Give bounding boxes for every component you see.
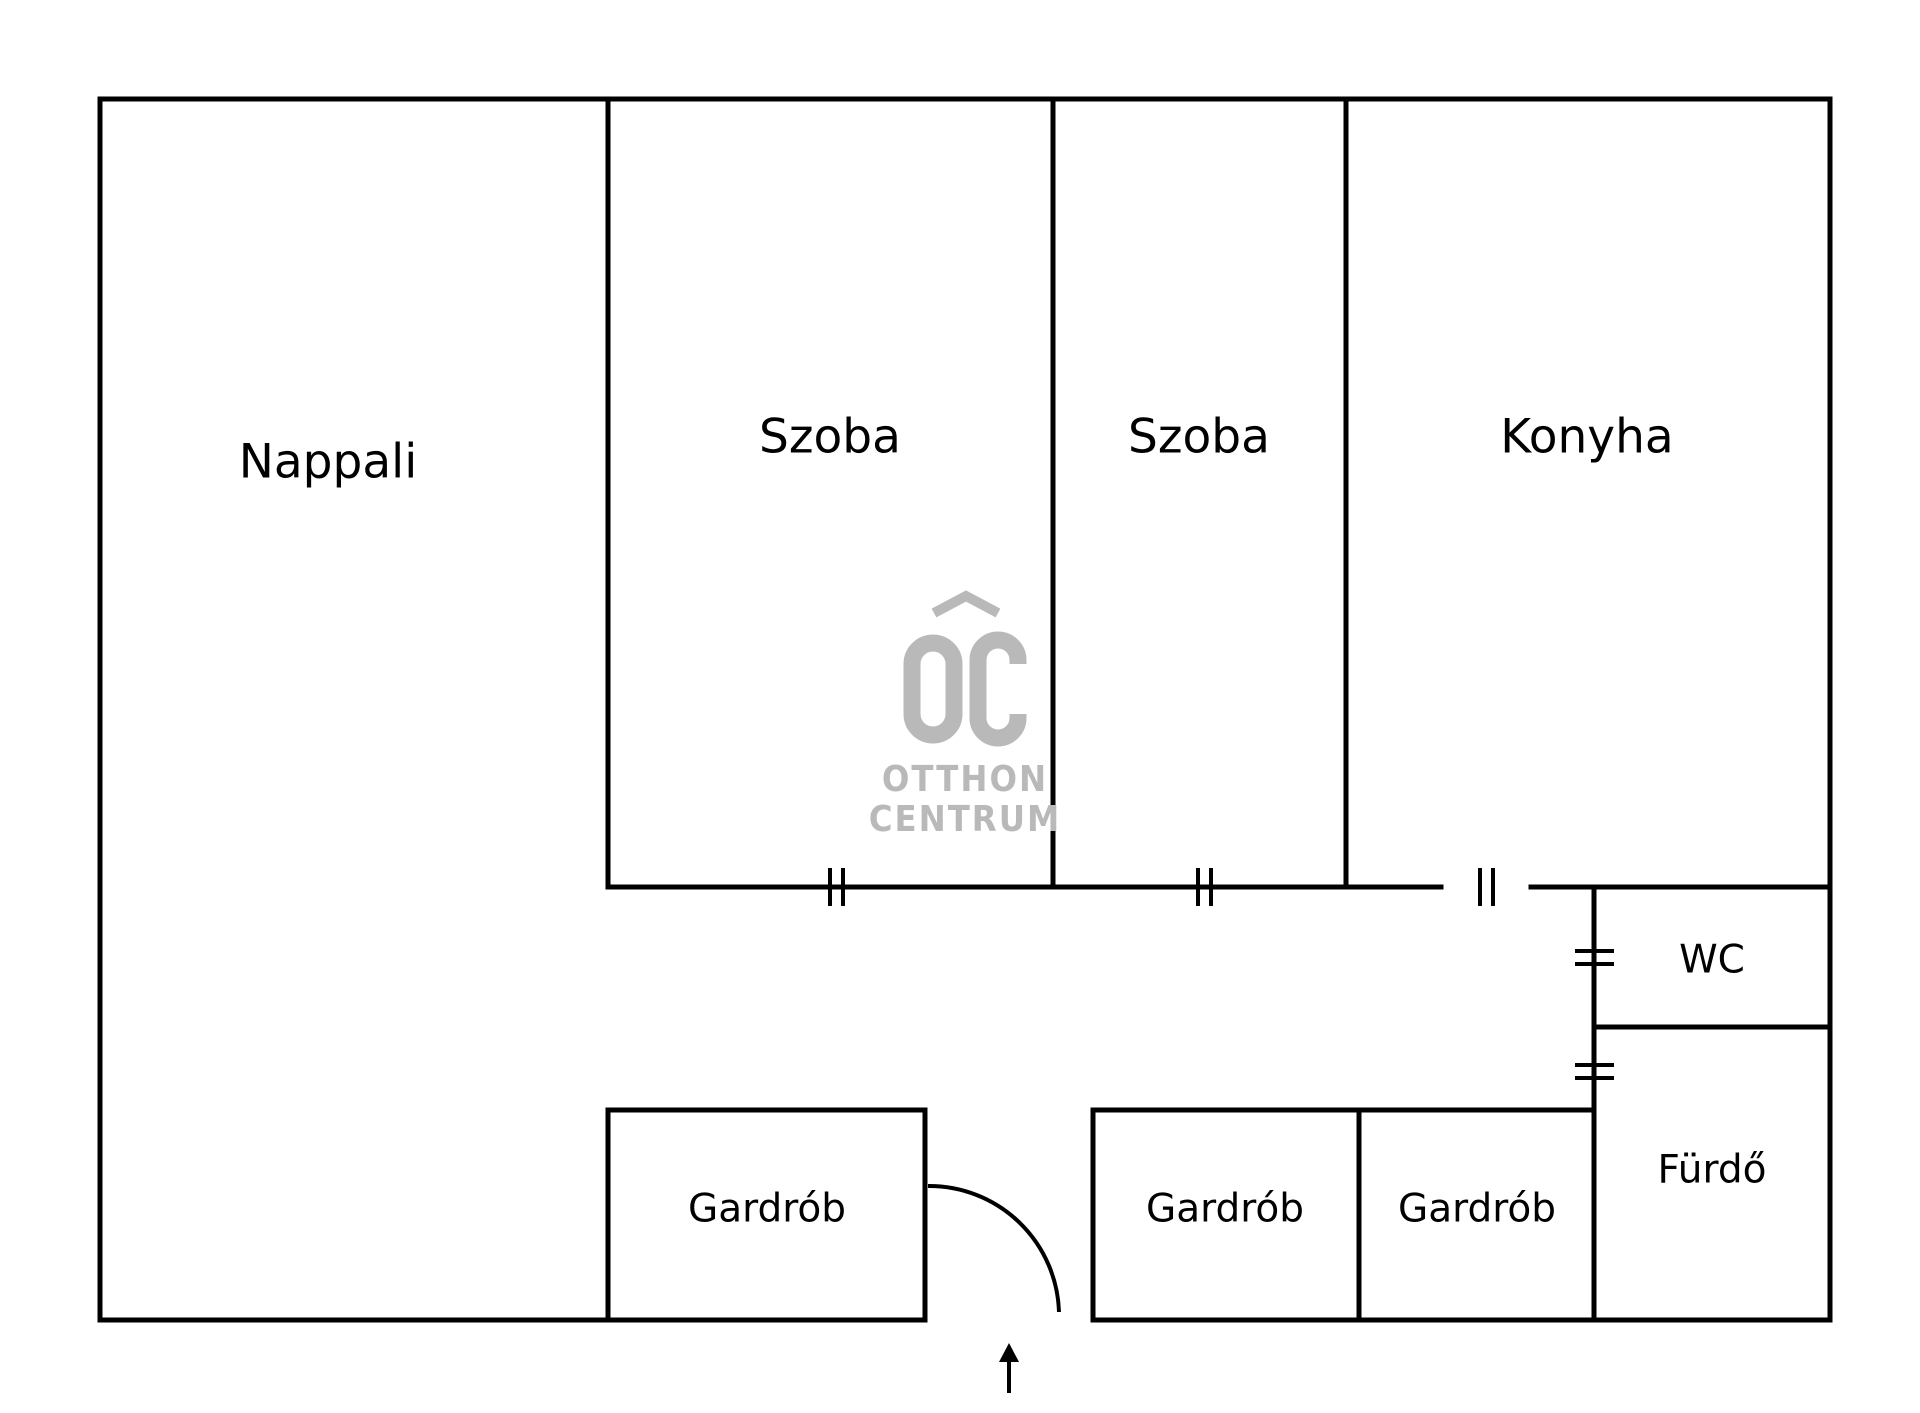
door-mark-furdo (1575, 1063, 1614, 1080)
label-szoba-1: Szoba (759, 410, 901, 465)
label-gardrob-2: Gardrób (1146, 1187, 1304, 1232)
door-mark-konyha (1478, 868, 1495, 906)
logo-line-2: CENTRUM (869, 799, 1062, 840)
label-wc: WC (1679, 938, 1745, 983)
door-mark-wc (1575, 949, 1614, 966)
label-gardrob-1: Gardrób (688, 1187, 846, 1232)
otthon-centrum-logo: OTTHON CENTRUM (869, 590, 1062, 840)
up-arrow-icon (999, 1343, 1019, 1393)
label-konyha: Konyha (1500, 410, 1673, 465)
logo-line-1: OTTHON (882, 759, 1048, 800)
label-szoba-2: Szoba (1128, 410, 1270, 465)
door-mark-szoba-2 (1196, 868, 1213, 906)
door-swing-icon (927, 1183, 1061, 1313)
walls (97, 96, 1833, 1323)
door-mark-szoba-1 (828, 868, 845, 906)
label-furdo: Fürdő (1658, 1148, 1767, 1193)
door-marks (828, 868, 1614, 1080)
label-nappali: Nappali (239, 435, 418, 490)
label-gardrob-3: Gardrób (1398, 1187, 1556, 1232)
